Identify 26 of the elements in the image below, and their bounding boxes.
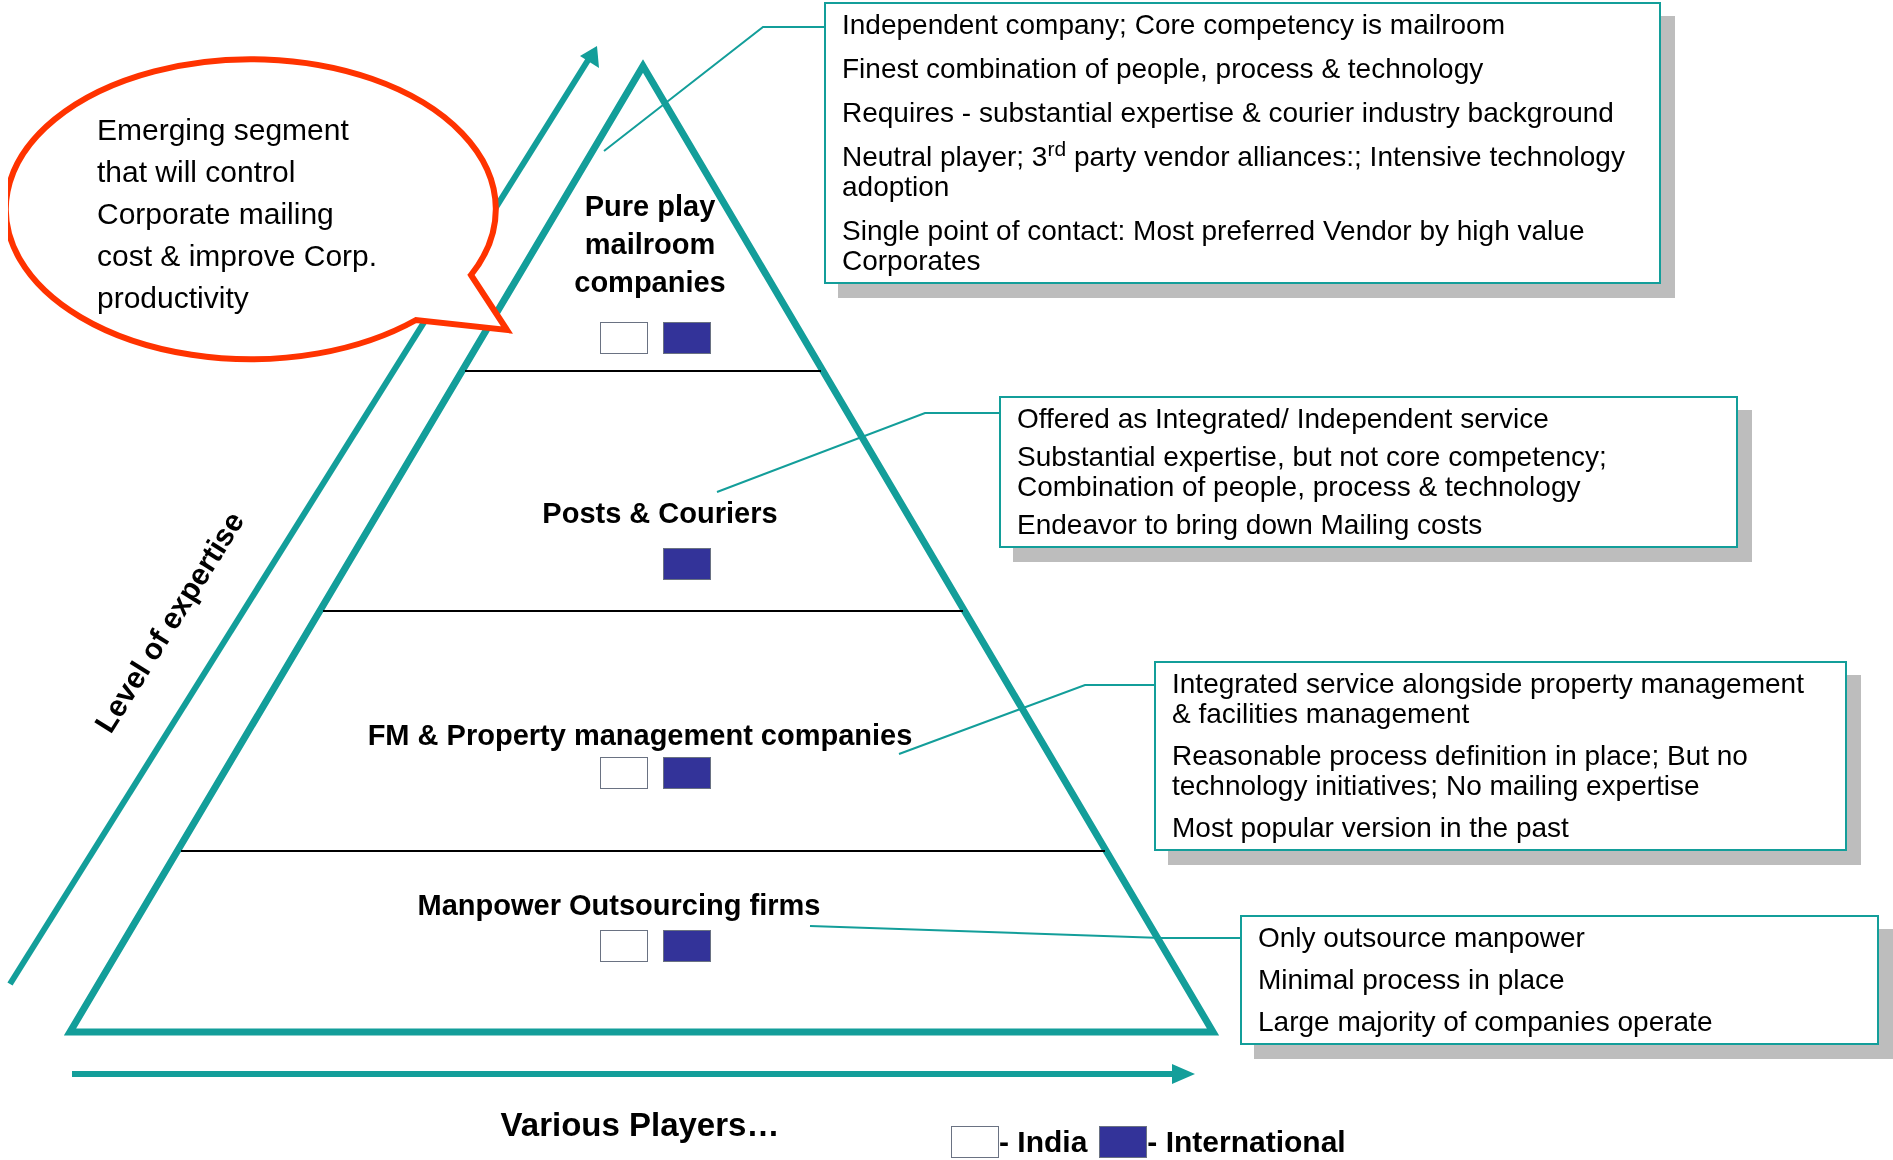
description-text: Most popular version in the past — [1172, 813, 1570, 843]
legend-label: - India — [999, 1126, 1088, 1158]
description-text: Neutral player; 3$^{rd}$ party vendor alliances:; Intensive technology adoption — [842, 142, 1626, 202]
tier-label: Posts & Couriers — [542, 496, 778, 531]
description-text: Substantial expertise, but not core competency; Combination of people, process & technology — [1017, 442, 1608, 502]
description-text: Independent company; Core competency is mailroom — [842, 10, 1506, 40]
tier-label: Pure play mailroom companies — [573, 189, 727, 300]
description-text: Large majority of companies operate — [1258, 1007, 1714, 1037]
description-text: Only outsource manpower — [1258, 923, 1586, 953]
leader-line — [809, 925, 1241, 939]
bubble-text: Emerging segment that will control Corporate mailing cost & improve Corp. productivity — [97, 112, 379, 316]
legend-label: - International — [1147, 1126, 1346, 1158]
leader-line — [603, 26, 825, 152]
description-text: Offered as Integrated/ Independent service — [1017, 404, 1550, 434]
description-text: Integrated service alongside property management & facilities management — [1172, 669, 1805, 729]
description-text: Finest combination of people, process & technology — [842, 54, 1485, 84]
axis-label: Various Players… — [500, 1105, 780, 1146]
description-text: Reasonable process definition in place; But no technology initiatives; No mailing expertise — [1172, 741, 1749, 801]
description-text: Requires - substantial expertise & courier industry background — [842, 98, 1615, 128]
leader-line — [716, 412, 1000, 493]
description-text: Minimal process in place — [1258, 965, 1566, 995]
leader-line — [898, 684, 1155, 755]
tier-label: FM & Property management companies — [367, 718, 913, 753]
description-text: Single point of contact: Most preferred Vendor by high value Corporates — [842, 216, 1586, 276]
tier-label: Manpower Outsourcing firms — [417, 888, 821, 923]
description-text: Endeavor to bring down Mailing costs — [1017, 510, 1484, 540]
